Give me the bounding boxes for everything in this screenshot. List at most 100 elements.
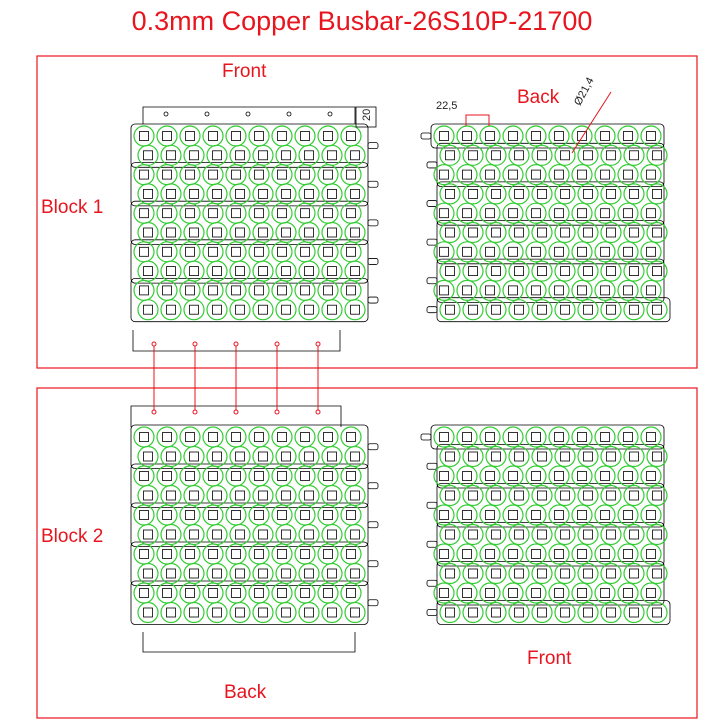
block1-front-weld-pad	[327, 304, 337, 315]
block2-right-weld-pad	[606, 490, 616, 501]
block2-right-cell	[571, 543, 593, 565]
block1-front-weld-pad	[258, 150, 268, 161]
block1-front-weld-pad	[189, 150, 199, 161]
block2-right-weld-pad	[468, 451, 478, 462]
block2-right-weld-pad	[468, 568, 478, 579]
block2-right-weld-pad	[629, 529, 639, 540]
block1-back-cell	[479, 241, 501, 263]
block2-right-weld-pad	[646, 549, 656, 559]
block1-back-weld-pad	[508, 131, 518, 141]
block2-right-weld-pad	[583, 568, 593, 579]
block2-right-cell	[577, 445, 599, 468]
block2-left-weld-pad	[185, 471, 195, 481]
block2-left-weld-pad	[162, 588, 172, 598]
block2-left-weld-pad	[166, 568, 176, 579]
block1-back-cell	[456, 279, 478, 301]
block1-front-weld-pad	[139, 246, 149, 257]
block1-front-weld-pad	[208, 169, 218, 180]
block2-right-cell	[554, 484, 576, 507]
block1-back-weld-pad	[606, 266, 616, 277]
block1-back-cell	[571, 164, 593, 186]
block1-front-weld-pad	[166, 227, 176, 238]
block1-back-cell	[577, 144, 599, 166]
connection-point	[274, 341, 280, 347]
block2-left-weld-pad	[281, 490, 291, 501]
block2-left-weld-pad	[185, 432, 195, 442]
block1-back-cell	[571, 241, 593, 263]
block1-back-cell	[508, 260, 530, 282]
block2-right-cell	[502, 426, 524, 448]
block2-right-weld-pad	[439, 471, 449, 481]
block2-left-weld-pad	[350, 529, 360, 540]
block2-left-weld-pad	[277, 432, 287, 442]
block1-back-cell	[433, 241, 455, 263]
block1-back-cell	[502, 164, 524, 186]
block2-right-cell	[462, 445, 484, 468]
block2-right-weld-pad	[531, 549, 541, 559]
block2-right-weld-pad	[531, 588, 541, 598]
diagram-title: 0.3mm Copper Busbar-26S10P-21700	[131, 6, 593, 36]
block1-back-weld-pad	[606, 227, 616, 238]
block2-left-weld-pad	[346, 471, 356, 481]
block1-front-weld-pad	[323, 131, 333, 141]
block2-left-weld-pad	[208, 432, 218, 442]
block1-front-weld-pad	[235, 304, 245, 315]
block1-back-weld-pad	[600, 285, 610, 296]
block2-left-weld-pad	[143, 607, 153, 618]
block2-right-weld-pad	[468, 490, 478, 501]
block1-back-weld-pad	[583, 227, 593, 238]
block2-left-weld-pad	[212, 529, 222, 540]
block2-right-weld-pad	[629, 607, 639, 618]
block2-right-weld-pad	[531, 432, 541, 442]
connection-point	[274, 409, 280, 415]
block1-back-weld-pad	[600, 208, 610, 219]
block1-back-weld-pad	[646, 285, 656, 296]
block2-right-weld-pad	[462, 588, 472, 598]
block2-right-weld-pad	[583, 451, 593, 462]
block1-back-cell	[433, 125, 455, 147]
block2-right-weld-pad	[577, 549, 587, 559]
block2-left-weld-pad	[143, 451, 153, 462]
block1-back-weld-pad	[508, 285, 518, 296]
block1-back-cell	[577, 183, 599, 205]
block1-back-cell	[531, 144, 553, 166]
block2-left-weld-pad	[277, 588, 287, 598]
block2-right-weld-pad	[537, 451, 547, 462]
block1-back-cell	[640, 279, 662, 301]
block2-right-cell	[462, 601, 484, 624]
block1-back-cell	[640, 125, 662, 147]
block2-left-weld-pad	[327, 607, 337, 618]
block1-back-cell	[508, 144, 530, 166]
block1-front-weld-pad	[323, 285, 333, 296]
block1-front-weld-pad	[350, 227, 360, 238]
block2-right-weld-pad	[600, 549, 610, 559]
block1-front-weld-pad	[231, 169, 241, 180]
block1-back-cell	[600, 260, 622, 282]
block2-left-weld-pad	[254, 432, 264, 442]
block1-top-tab	[142, 106, 356, 124]
mounting-hole	[327, 111, 333, 117]
block1-back-weld-pad	[514, 304, 524, 315]
block2-right-weld-pad	[629, 568, 639, 579]
block2-right-cell	[617, 504, 639, 526]
block2-left-weld-pad	[231, 588, 241, 598]
block1-back-cell	[617, 202, 639, 224]
block1-back-label: Back	[517, 87, 560, 108]
block2-right-weld-pad	[537, 607, 547, 618]
block1-back-cell	[439, 183, 461, 205]
block1-back-cell	[502, 125, 524, 147]
block2-right-cell	[462, 562, 484, 585]
block2-left-weld-pad	[277, 510, 287, 520]
connection-point	[151, 409, 157, 415]
block1-back-weld-pad	[537, 304, 547, 315]
block2-right-cell	[508, 601, 530, 624]
block2-right-weld-pad	[514, 490, 524, 501]
block1-back-cell	[617, 241, 639, 263]
block1-back-cell	[433, 164, 455, 186]
block1-back-cell	[577, 260, 599, 282]
block1-back-cell	[623, 299, 645, 321]
block1-back-weld-pad	[491, 150, 501, 161]
block1-back-cell	[531, 183, 553, 205]
block2-right-cell	[531, 484, 553, 507]
block2-left-weld-pad	[300, 471, 310, 481]
